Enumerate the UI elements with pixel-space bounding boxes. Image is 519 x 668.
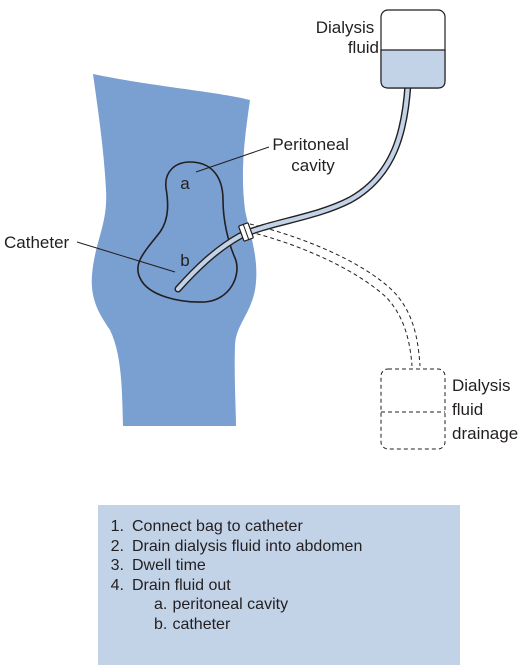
substep-item: a. peritoneal cavity xyxy=(98,595,460,615)
step-number: 1. xyxy=(110,517,124,537)
substep-text: peritoneal cavity xyxy=(172,596,288,613)
dialysis-fluid-label: Dialysis fluid xyxy=(316,18,379,57)
step-text: Connect bag to catheter xyxy=(132,518,303,535)
substep-letter: b. xyxy=(154,615,168,635)
step-number: 4. xyxy=(110,576,124,596)
drainage-bag xyxy=(381,369,445,449)
step-item: 1. Connect bag to catheter xyxy=(98,517,460,537)
substep-letter: a. xyxy=(154,595,168,615)
drainage-tube-outer xyxy=(250,224,420,366)
step-text: Drain dialysis fluid into abdomen xyxy=(132,538,362,555)
step-number: 3. xyxy=(110,556,124,576)
substep-item: b. catheter xyxy=(98,615,460,635)
point-a-label: a xyxy=(180,174,190,193)
step-item: 4. Drain fluid out xyxy=(98,576,460,596)
dialysis-drainage-label: Dialysis fluid drainage xyxy=(452,376,518,443)
peritoneal-cavity-label: Peritoneal cavity xyxy=(272,135,353,175)
step-text: Drain fluid out xyxy=(132,577,231,594)
step-number: 2. xyxy=(110,537,124,557)
step-item: 2. Drain dialysis fluid into abdomen xyxy=(98,537,460,557)
dialysis-fluid-level xyxy=(381,50,445,88)
procedure-steps-box: 1. Connect bag to catheter 2. Drain dial… xyxy=(98,505,460,665)
substep-text: catheter xyxy=(172,616,230,633)
point-b-label: b xyxy=(180,251,189,270)
step-item: 3. Dwell time xyxy=(98,556,460,576)
step-text: Dwell time xyxy=(132,557,206,574)
catheter-label: Catheter xyxy=(4,233,70,252)
